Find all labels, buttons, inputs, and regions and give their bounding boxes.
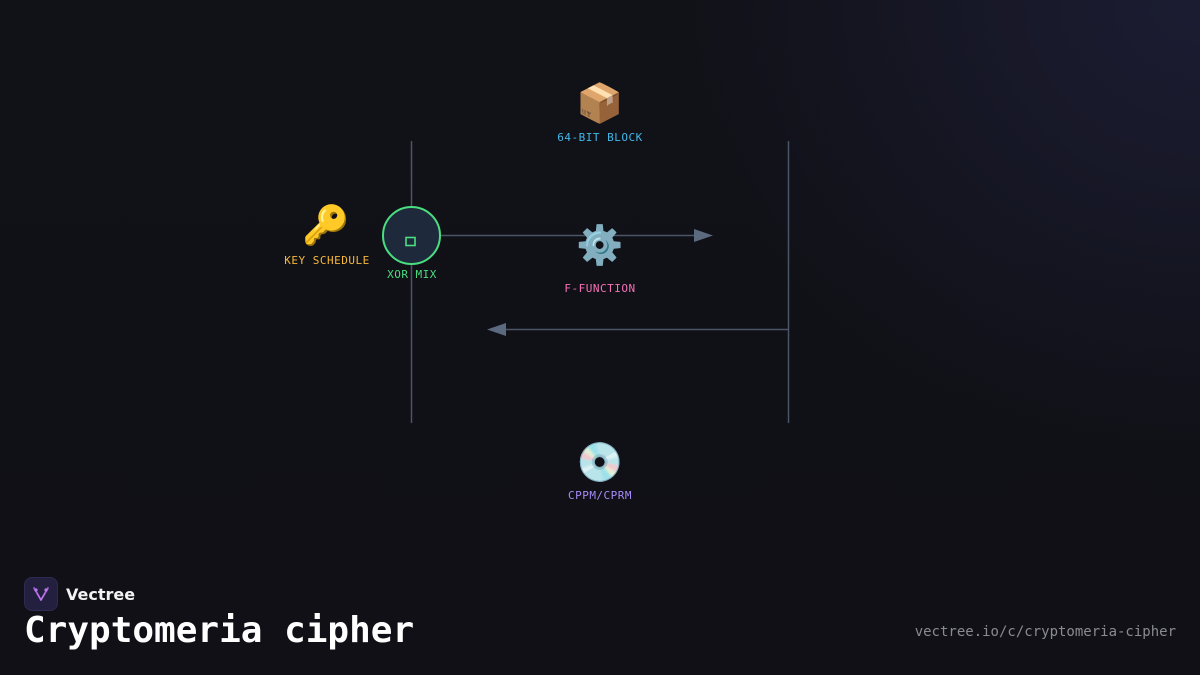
xor-node-circle: [382, 206, 441, 265]
block-node-label: 64-BIT BLOCK: [557, 131, 643, 144]
brand[interactable]: Vectree: [24, 577, 135, 611]
page-url-link[interactable]: vectree.io/c/cryptomeria-cipher: [914, 624, 1176, 640]
cppm-node-label: CPPM/CPRM: [567, 489, 633, 502]
arrow-left-head: [487, 323, 506, 336]
key-icon: 🔑: [302, 203, 350, 247]
page-title: Cryptomeria cipher: [24, 610, 415, 651]
xor-node-label: XOR MIX: [387, 268, 437, 281]
gear-icon: ⚙️: [576, 223, 624, 267]
key-node-label: KEY SCHEDULE: [284, 254, 370, 267]
disc-icon: 💿: [576, 440, 624, 484]
ffunction-node-label: F-FUNCTION: [564, 282, 636, 295]
xor-square-icon: [405, 236, 416, 247]
package-icon: 📦: [576, 81, 624, 125]
vectree-logo-icon: [24, 577, 58, 611]
brand-name: Vectree: [66, 584, 136, 604]
arrow-right-head: [694, 229, 713, 242]
